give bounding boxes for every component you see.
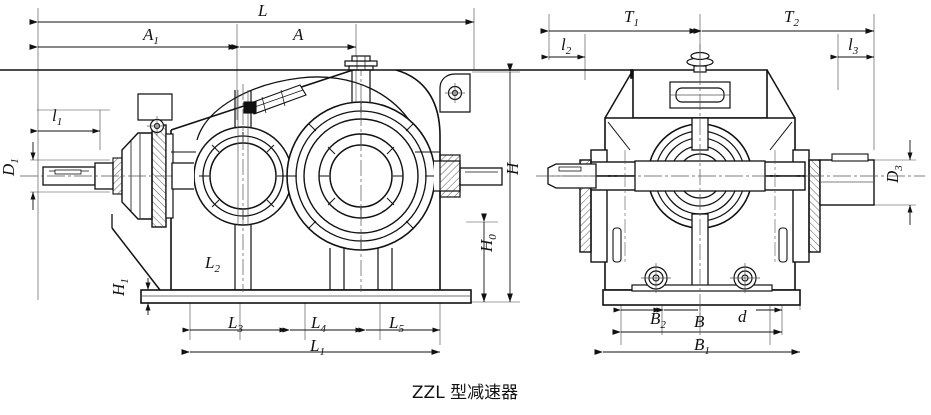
output-shaft — [439, 154, 503, 198]
dim-label-L: L — [257, 1, 267, 20]
dim-label-L4: L4 — [310, 313, 326, 335]
dim-label-L2: L2 — [204, 253, 220, 275]
output-bearing-boss — [286, 66, 436, 290]
front-elevation-view — [20, 8, 520, 355]
mounting-bolt-right — [730, 263, 760, 293]
dim-label-H: H — [503, 161, 522, 176]
dim-label-D3: D3 — [883, 165, 905, 184]
dim-label-l2: l2 — [561, 35, 572, 57]
dim-label-d: d — [738, 307, 747, 326]
side-center-ribs — [691, 117, 709, 291]
dim-label-H0: H0 — [477, 234, 499, 253]
dim-label-D1: D1 — [0, 158, 21, 177]
side-oil-detail-right — [778, 227, 788, 263]
side-base-plate — [602, 284, 801, 306]
side-elevation-view — [0, 14, 925, 355]
dim-label-A1: A1 — [142, 25, 159, 47]
dim-label-B2: B2 — [650, 309, 666, 331]
front-gusset — [111, 214, 161, 291]
dim-label-L3: L3 — [227, 313, 243, 335]
lifting-lug-right — [439, 73, 471, 113]
front-base-plate — [140, 289, 472, 304]
mounting-bolt-left — [641, 263, 671, 293]
dim-label-L1: L1 — [309, 336, 325, 358]
dim-label-l1: l1 — [52, 106, 62, 128]
dim-label-T2: T2 — [784, 7, 799, 29]
dim-label-l3: l3 — [848, 35, 859, 57]
dim-label-A: A — [292, 25, 304, 44]
breather-vent — [243, 84, 307, 115]
drawing-caption: ZZL 型减速器 — [412, 383, 518, 403]
side-output-shaft — [819, 153, 875, 206]
dim-label-L5: L5 — [388, 313, 404, 335]
side-housing-chamfers — [607, 121, 793, 151]
oil-filler-cap — [344, 55, 378, 71]
lifting-lug-left — [137, 93, 173, 136]
intermediate-bearing-boss — [193, 90, 293, 290]
dim-label-B: B — [694, 312, 705, 331]
dim-label-T1: T1 — [624, 7, 639, 29]
dim-label-B1: B1 — [694, 335, 710, 357]
dim-label-H1: H1 — [109, 278, 131, 297]
side-oil-detail-left — [612, 227, 622, 263]
